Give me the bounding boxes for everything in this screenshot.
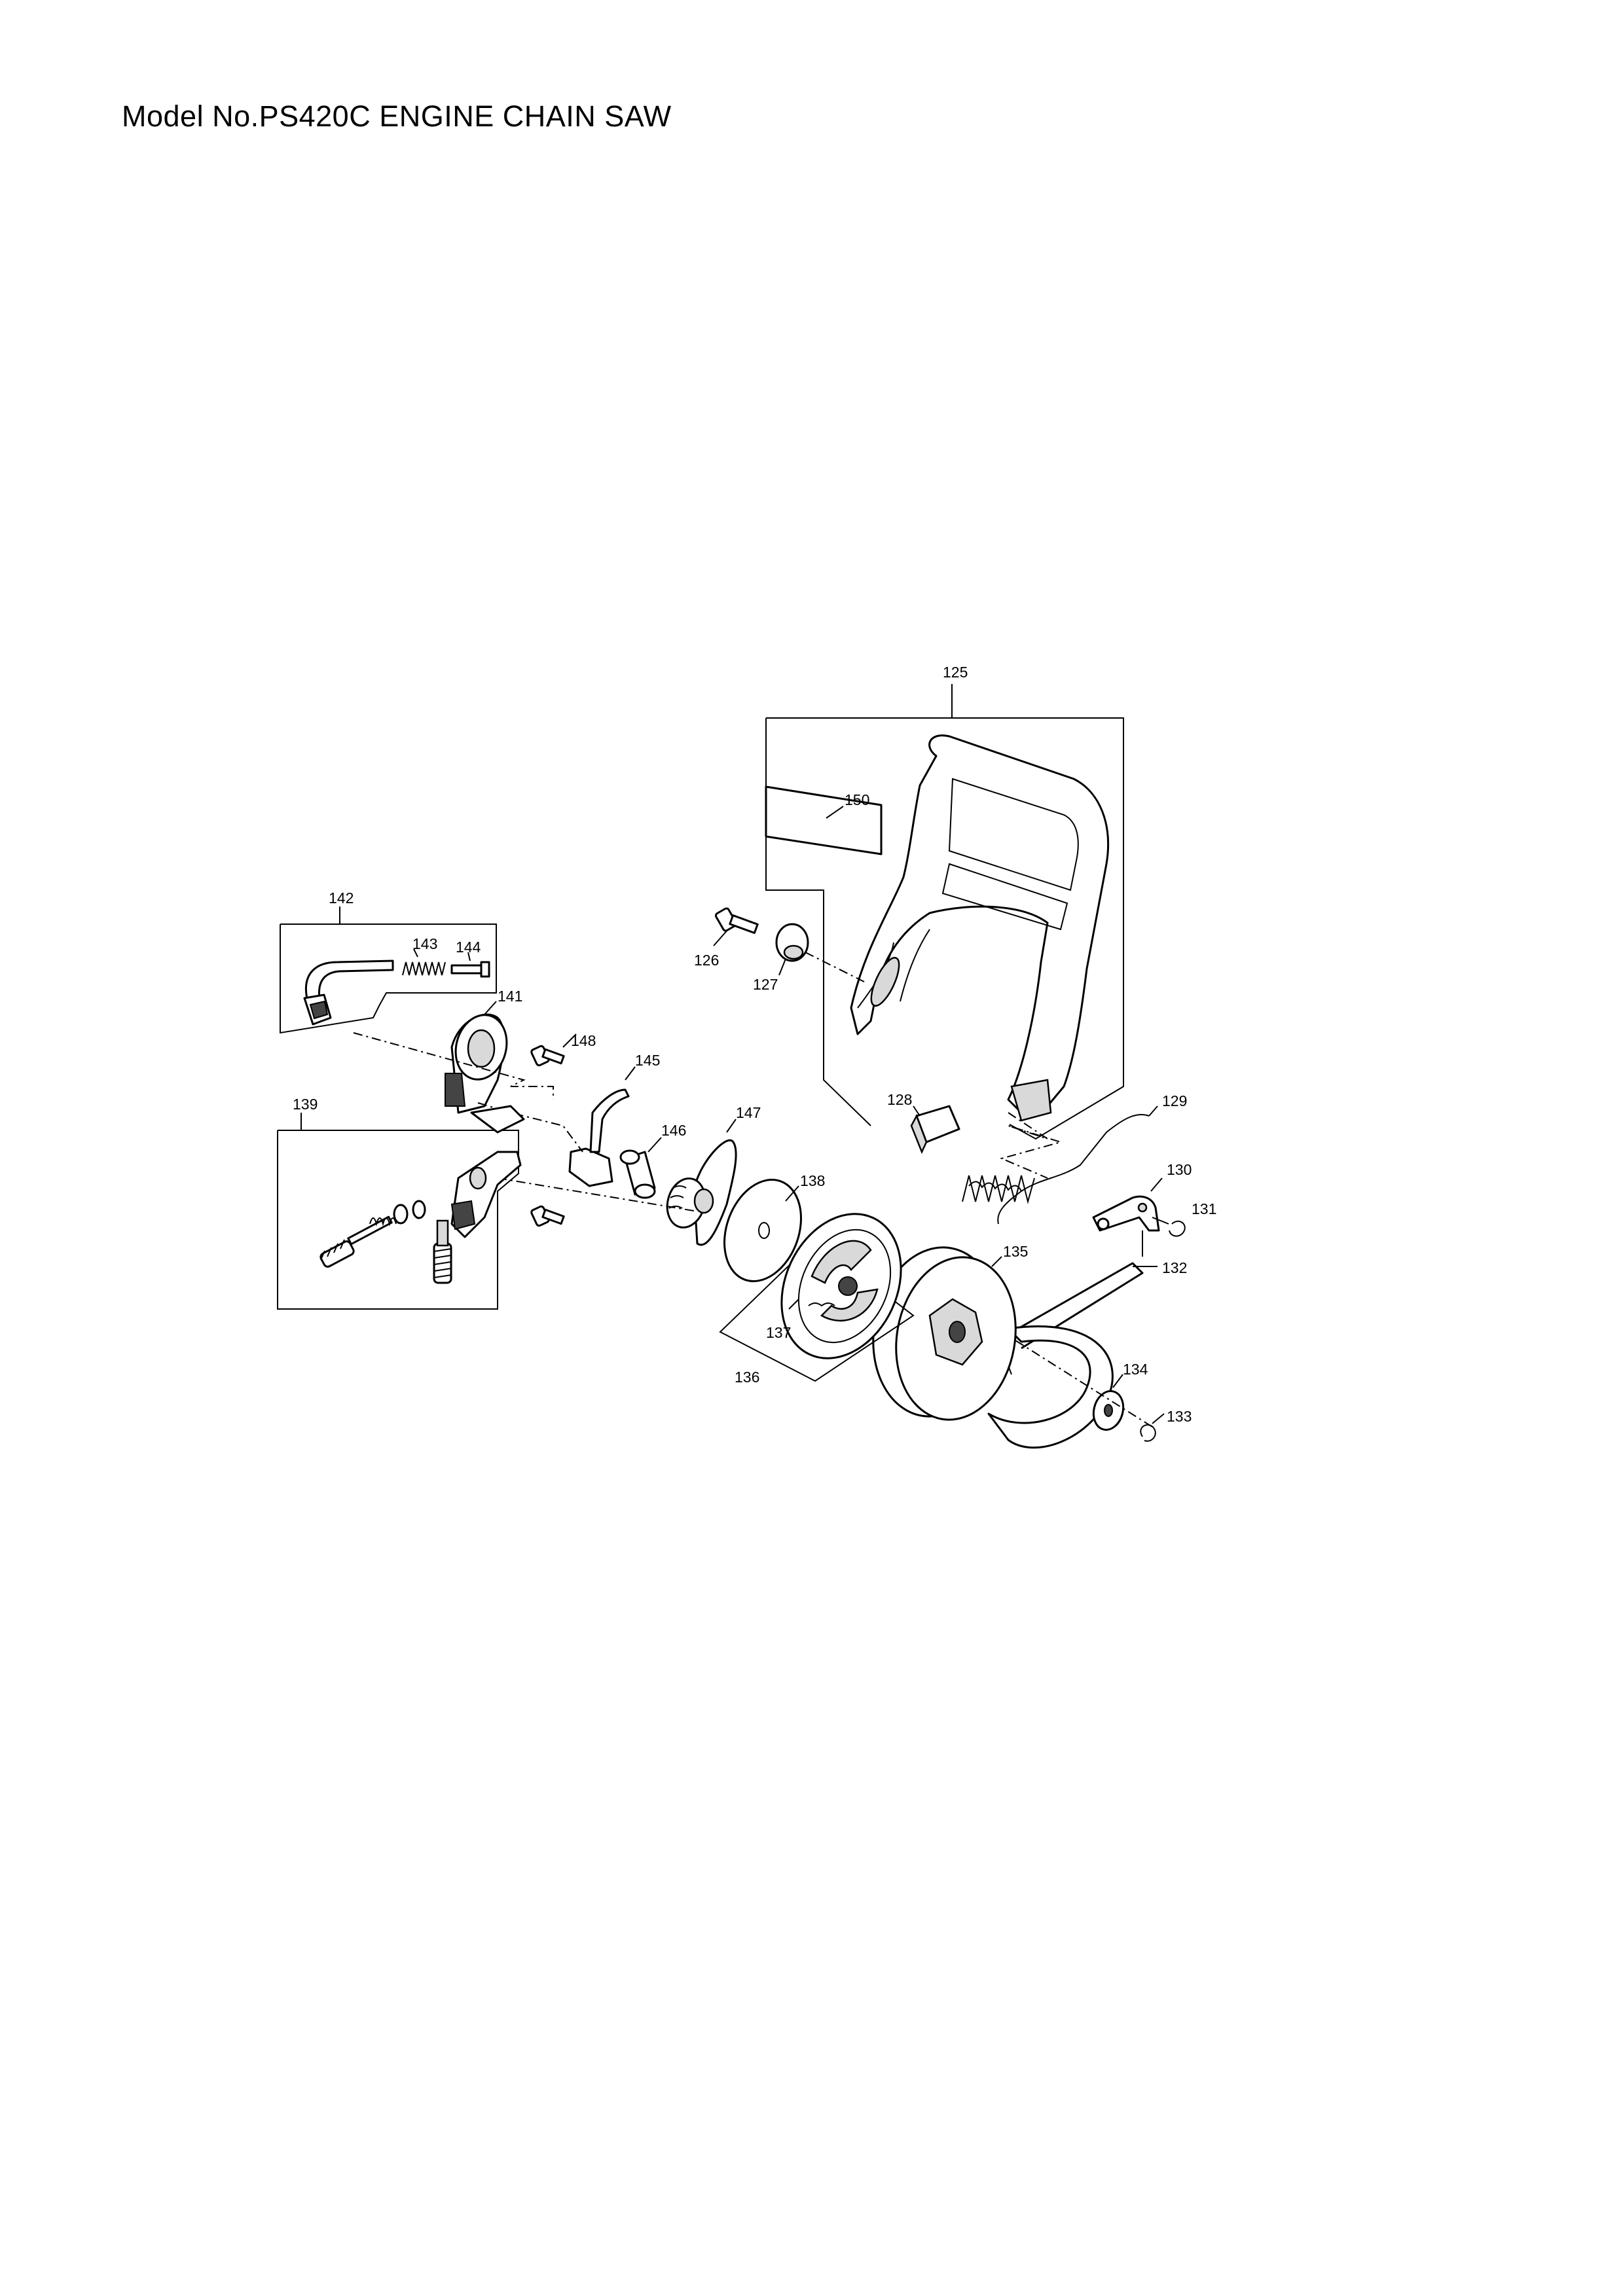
clutch-drum: [872, 1246, 1017, 1421]
part-label-127: 127: [753, 976, 778, 993]
oil-hose: [568, 1066, 636, 1187]
part-label-137: 137: [766, 1324, 791, 1341]
screw-lower: [530, 1205, 565, 1227]
part-label-145: 145: [635, 1052, 660, 1069]
oil-pipe: [303, 960, 394, 1026]
page-title: Model No.PS420C ENGINE CHAIN SAW: [122, 99, 672, 133]
snap-ring: [1140, 1413, 1165, 1442]
part-label-131: 131: [1192, 1200, 1216, 1217]
bolt: [713, 907, 759, 946]
hand-guard: [850, 734, 1110, 1122]
part-label-132: 132: [1162, 1259, 1187, 1276]
brake-lever: [1092, 1177, 1163, 1232]
part-label-133: 133: [1167, 1408, 1192, 1425]
part-label-150: 150: [845, 791, 869, 808]
spring-143: [402, 948, 446, 976]
part-label-128: 128: [887, 1091, 912, 1108]
part-label-134: 134: [1123, 1361, 1148, 1378]
center-axis: [903, 1269, 1153, 1427]
dashed-guide-pump: [477, 1102, 583, 1153]
pump-washer: [393, 1204, 409, 1225]
dashed-guide-129: [999, 1112, 1063, 1179]
stopper-block: [910, 1105, 960, 1155]
part-label-148: 148: [571, 1032, 596, 1049]
adjust-screw: [433, 1219, 452, 1284]
dashed-guide-141: [353, 1032, 554, 1100]
decal-label: [765, 785, 883, 855]
brake-band: [985, 1230, 1158, 1449]
part-label-142: 142: [329, 889, 354, 906]
pump-oring: [412, 1200, 426, 1219]
oil-pump-cover: [445, 1001, 508, 1114]
part-label-129: 129: [1162, 1092, 1187, 1109]
part-label-144: 144: [456, 939, 481, 956]
part-label-138: 138: [800, 1172, 825, 1189]
pump-spring: [369, 1217, 397, 1227]
part-label-135: 135: [1003, 1243, 1028, 1260]
dashed-guide-axis: [497, 1177, 695, 1211]
part-label-130: 130: [1167, 1161, 1192, 1178]
clutch-washer: [723, 1179, 802, 1282]
part-label-147: 147: [736, 1104, 761, 1121]
screw-148: [530, 1033, 577, 1067]
part-label-136: 136: [735, 1369, 759, 1386]
group-frame-136: [719, 1239, 915, 1382]
e-clip: [1152, 1217, 1186, 1237]
part-label-139: 139: [293, 1096, 318, 1113]
oil-pump-body: [450, 1105, 525, 1238]
brake-spring: [962, 1105, 1158, 1225]
group-frame-139: [277, 1113, 519, 1310]
washer: [1092, 1374, 1125, 1431]
part-label-143: 143: [412, 935, 437, 952]
part-label-125: 125: [943, 664, 968, 681]
pin-144: [450, 952, 490, 978]
worm-gear: [666, 1119, 737, 1246]
group-frame-142: [280, 906, 497, 1034]
clutch-assembly: [780, 1213, 902, 1359]
sleeve: [619, 1137, 662, 1199]
part-label-126: 126: [694, 952, 719, 969]
part-label-146: 146: [661, 1122, 686, 1139]
collar: [775, 923, 865, 982]
pump-plunger: [319, 1215, 393, 1268]
part-label-141: 141: [498, 988, 522, 1005]
